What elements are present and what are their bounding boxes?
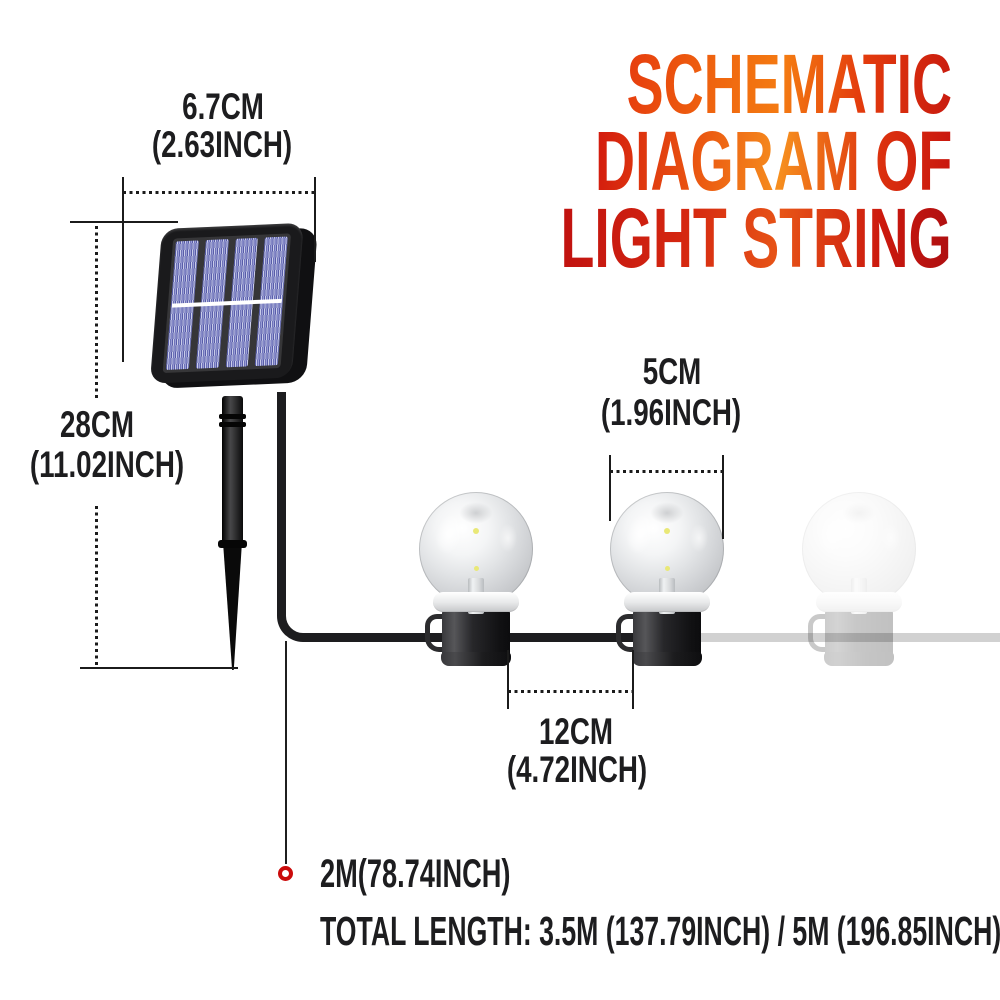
bulb-2-collar <box>624 592 710 612</box>
ground-stake-ridge <box>219 422 246 427</box>
globe-highlight <box>686 518 712 558</box>
bulb-3-socket-base <box>824 608 894 666</box>
bulb-1 <box>419 492 533 668</box>
panel-width-label-metric: 6.7CM <box>182 86 264 127</box>
bulb-1-socket-base <box>441 608 511 666</box>
led-glow-dot <box>474 566 479 571</box>
panel-height-label-metric: 28CM <box>59 404 135 445</box>
bulb-spacing-label-imperial: (4.72INCH) <box>506 749 648 790</box>
bulb-3-collar <box>816 592 902 612</box>
panel-height-dotted-line-lower <box>95 506 98 666</box>
bulb-spacing-label-metric: 12CM <box>538 711 614 752</box>
bulb-spacing-tick-right <box>632 650 634 709</box>
bulb-2-socket-base <box>632 608 702 666</box>
bulb-spacing-dotted-line <box>508 690 633 693</box>
ground-stake-spike <box>223 546 242 670</box>
lead-length-label: 2M(78.74INCH) <box>320 852 511 896</box>
bulb-spacing-tick-left <box>507 650 509 709</box>
led-glow-dot <box>665 566 670 571</box>
bulb-diameter-tick-right <box>722 455 724 539</box>
title-line-3: LIGHT STRING <box>560 191 952 285</box>
led-glow-dot <box>664 528 670 534</box>
total-length-label: TOTAL LENGTH: 3.5M (137.79INCH) / 5M (19… <box>320 908 1000 954</box>
bulb-diameter-label-metric: 5CM <box>642 351 702 392</box>
page-title: SCHEMATIC DIAGRAM OF LIGHT STRING <box>359 37 952 285</box>
globe-top-reflection <box>836 498 882 528</box>
led-glow-dot <box>473 528 479 534</box>
panel-width-dotted-line <box>123 191 316 194</box>
bulb-3-glass-globe <box>802 492 916 614</box>
solar-cell-grid <box>162 233 292 374</box>
globe-highlight <box>495 518 521 558</box>
lead-length-leader-line <box>285 641 287 864</box>
panel-width-tick-right <box>314 177 316 262</box>
bulb-3-hanging-clip <box>808 614 828 652</box>
title-line-2: DIAGRAM OF <box>594 114 952 208</box>
panel-width-tick-left <box>122 177 124 362</box>
string-wire-extension <box>700 633 1000 642</box>
title-line-1: SCHEMATIC <box>626 37 952 131</box>
bulb-2-glass-globe <box>610 492 724 614</box>
bulb-1-glass-globe <box>419 492 533 614</box>
ground-stake-collar <box>218 540 247 548</box>
ground-stake-rod <box>222 396 243 546</box>
led-stem <box>851 578 867 614</box>
solar-panel-illustration <box>149 222 304 384</box>
bulb-1-collar <box>433 592 519 612</box>
bulb-1-hanging-clip <box>425 614 445 652</box>
panel-width-label-imperial: (2.63INCH) <box>151 124 293 165</box>
bulb-diameter-label-imperial: (1.96INCH) <box>600 392 742 433</box>
bulb-diameter-dotted-line <box>610 470 723 473</box>
globe-highlight <box>878 518 904 558</box>
bulb-2-hanging-clip <box>616 614 636 652</box>
bulb-3-faded <box>802 492 916 668</box>
ground-stake-ridge <box>219 414 246 419</box>
panel-height-label-imperial: (11.02INCH) <box>29 444 185 485</box>
lead-length-marker-dot <box>278 866 293 881</box>
panel-height-tick-bottom <box>80 667 238 669</box>
panel-height-tick-top <box>70 221 178 223</box>
bulb-2 <box>610 492 724 668</box>
bulb-diameter-tick-left <box>609 455 611 521</box>
panel-height-dotted-line-upper <box>95 226 98 398</box>
